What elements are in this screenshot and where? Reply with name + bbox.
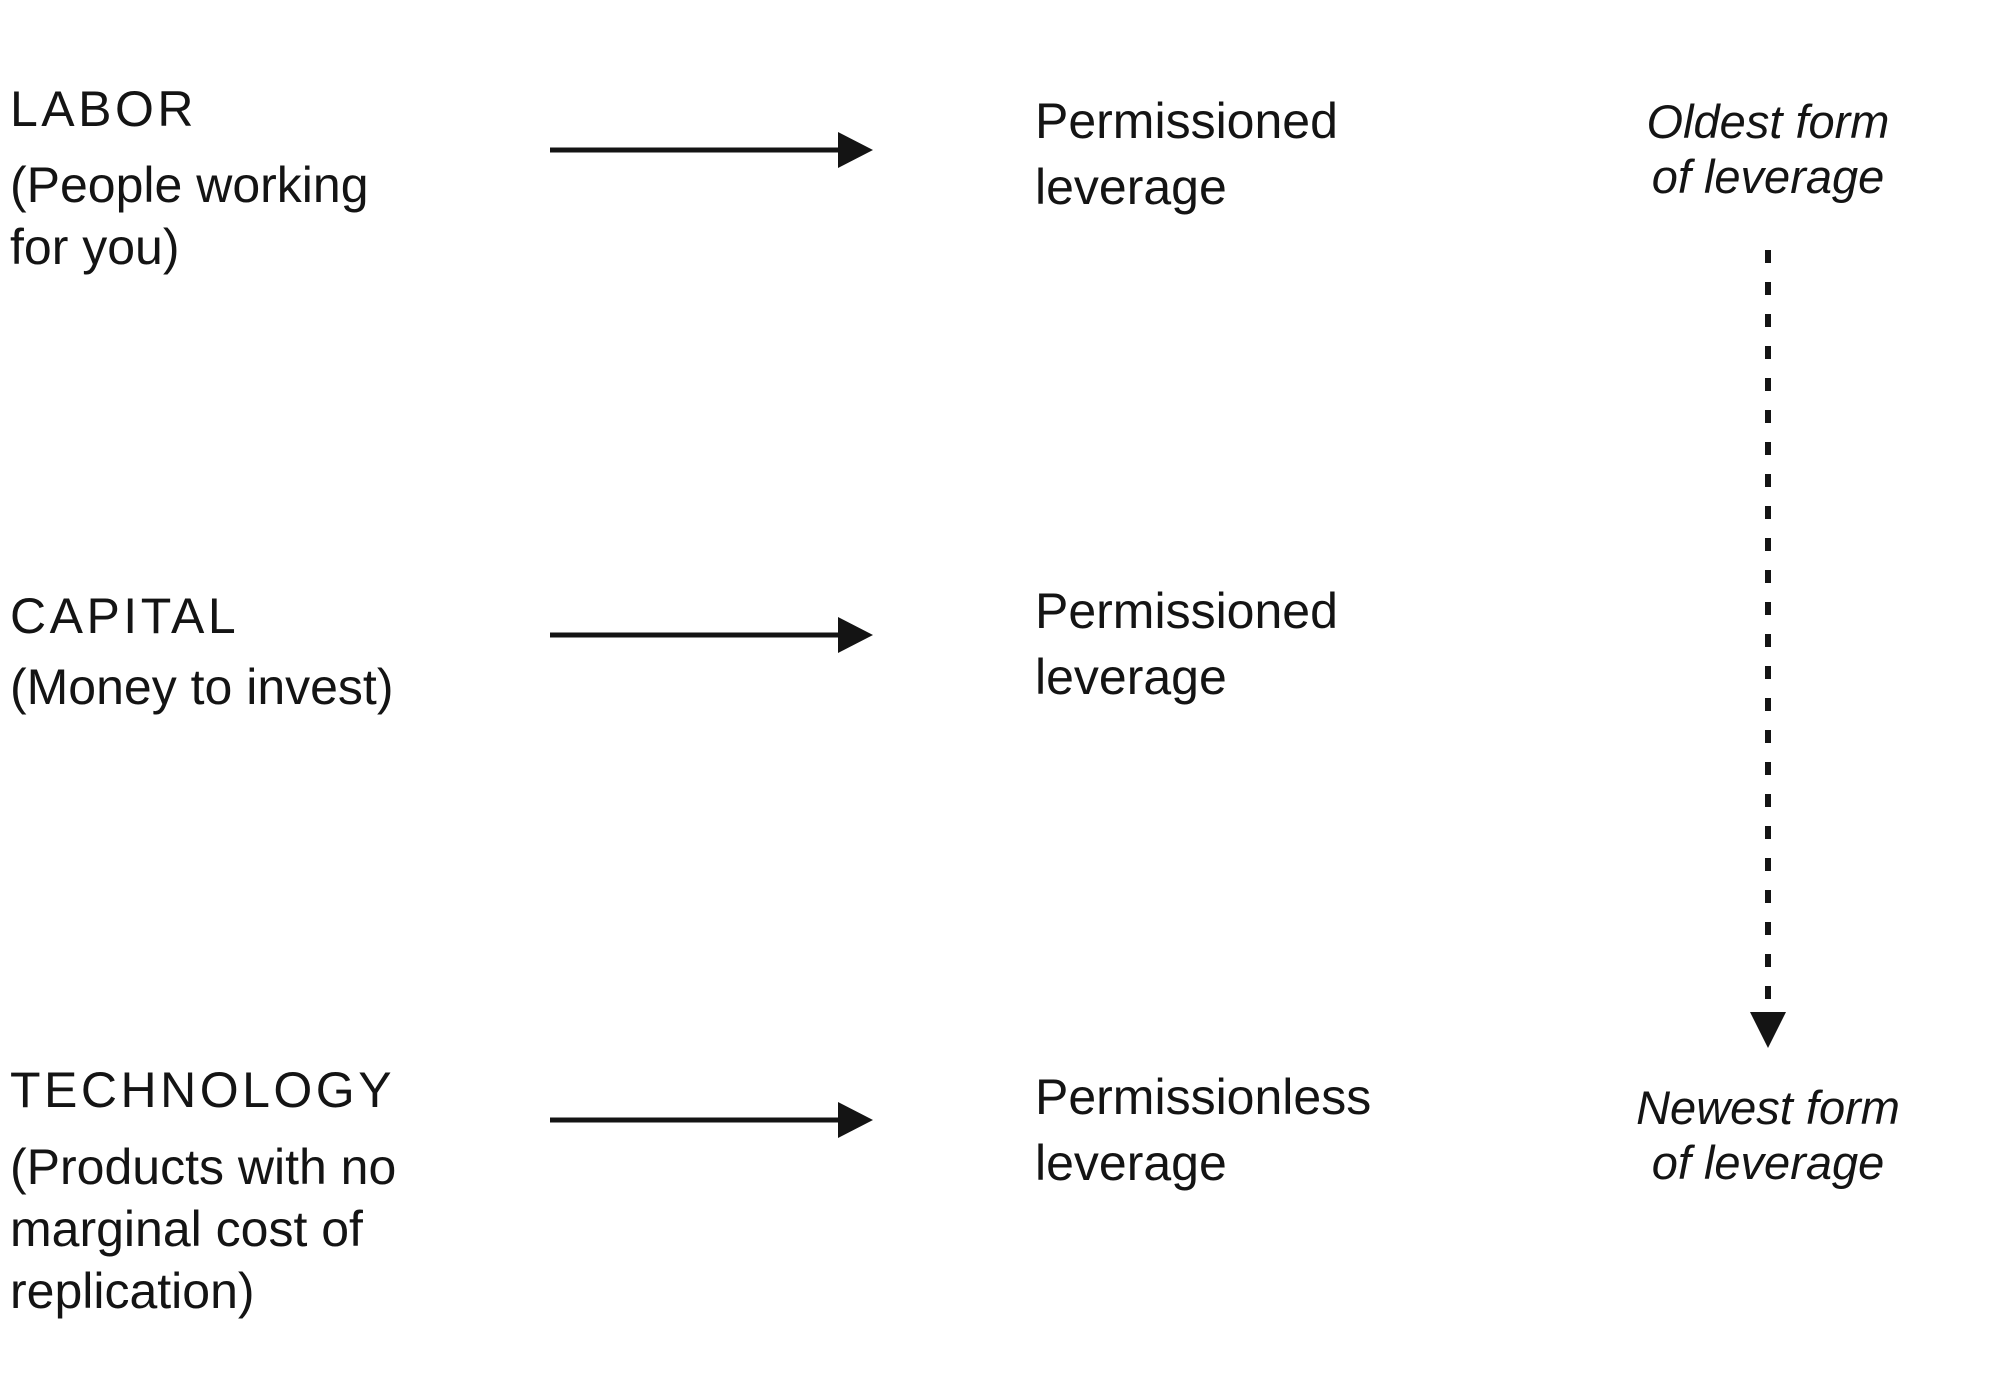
timeline-oldest-label: Oldest form of leverage (1646, 95, 1890, 203)
term-labor-description: (People working for you) (10, 157, 369, 275)
term-labor: LABOR (10, 81, 198, 137)
right-arrow-icon (550, 617, 873, 653)
term-technology: TECHNOLOGY (10, 1062, 396, 1118)
leverage-label-labor: Permissioned leverage (1035, 93, 1338, 215)
term-capital-description: (Money to invest) (10, 659, 394, 715)
timeline-newest-label: Newest form of leverage (1636, 1081, 1900, 1189)
right-arrow-icon (550, 1102, 873, 1138)
dashed-down-arrow-icon (1750, 250, 1786, 1048)
right-arrow-icon (550, 132, 873, 168)
leverage-label-capital: Permissioned leverage (1035, 583, 1338, 705)
leverage-label-technology: Permissionless leverage (1035, 1069, 1372, 1191)
term-technology-description: (Products with no marginal cost of repli… (10, 1139, 397, 1319)
term-capital: CAPITAL (10, 588, 240, 644)
